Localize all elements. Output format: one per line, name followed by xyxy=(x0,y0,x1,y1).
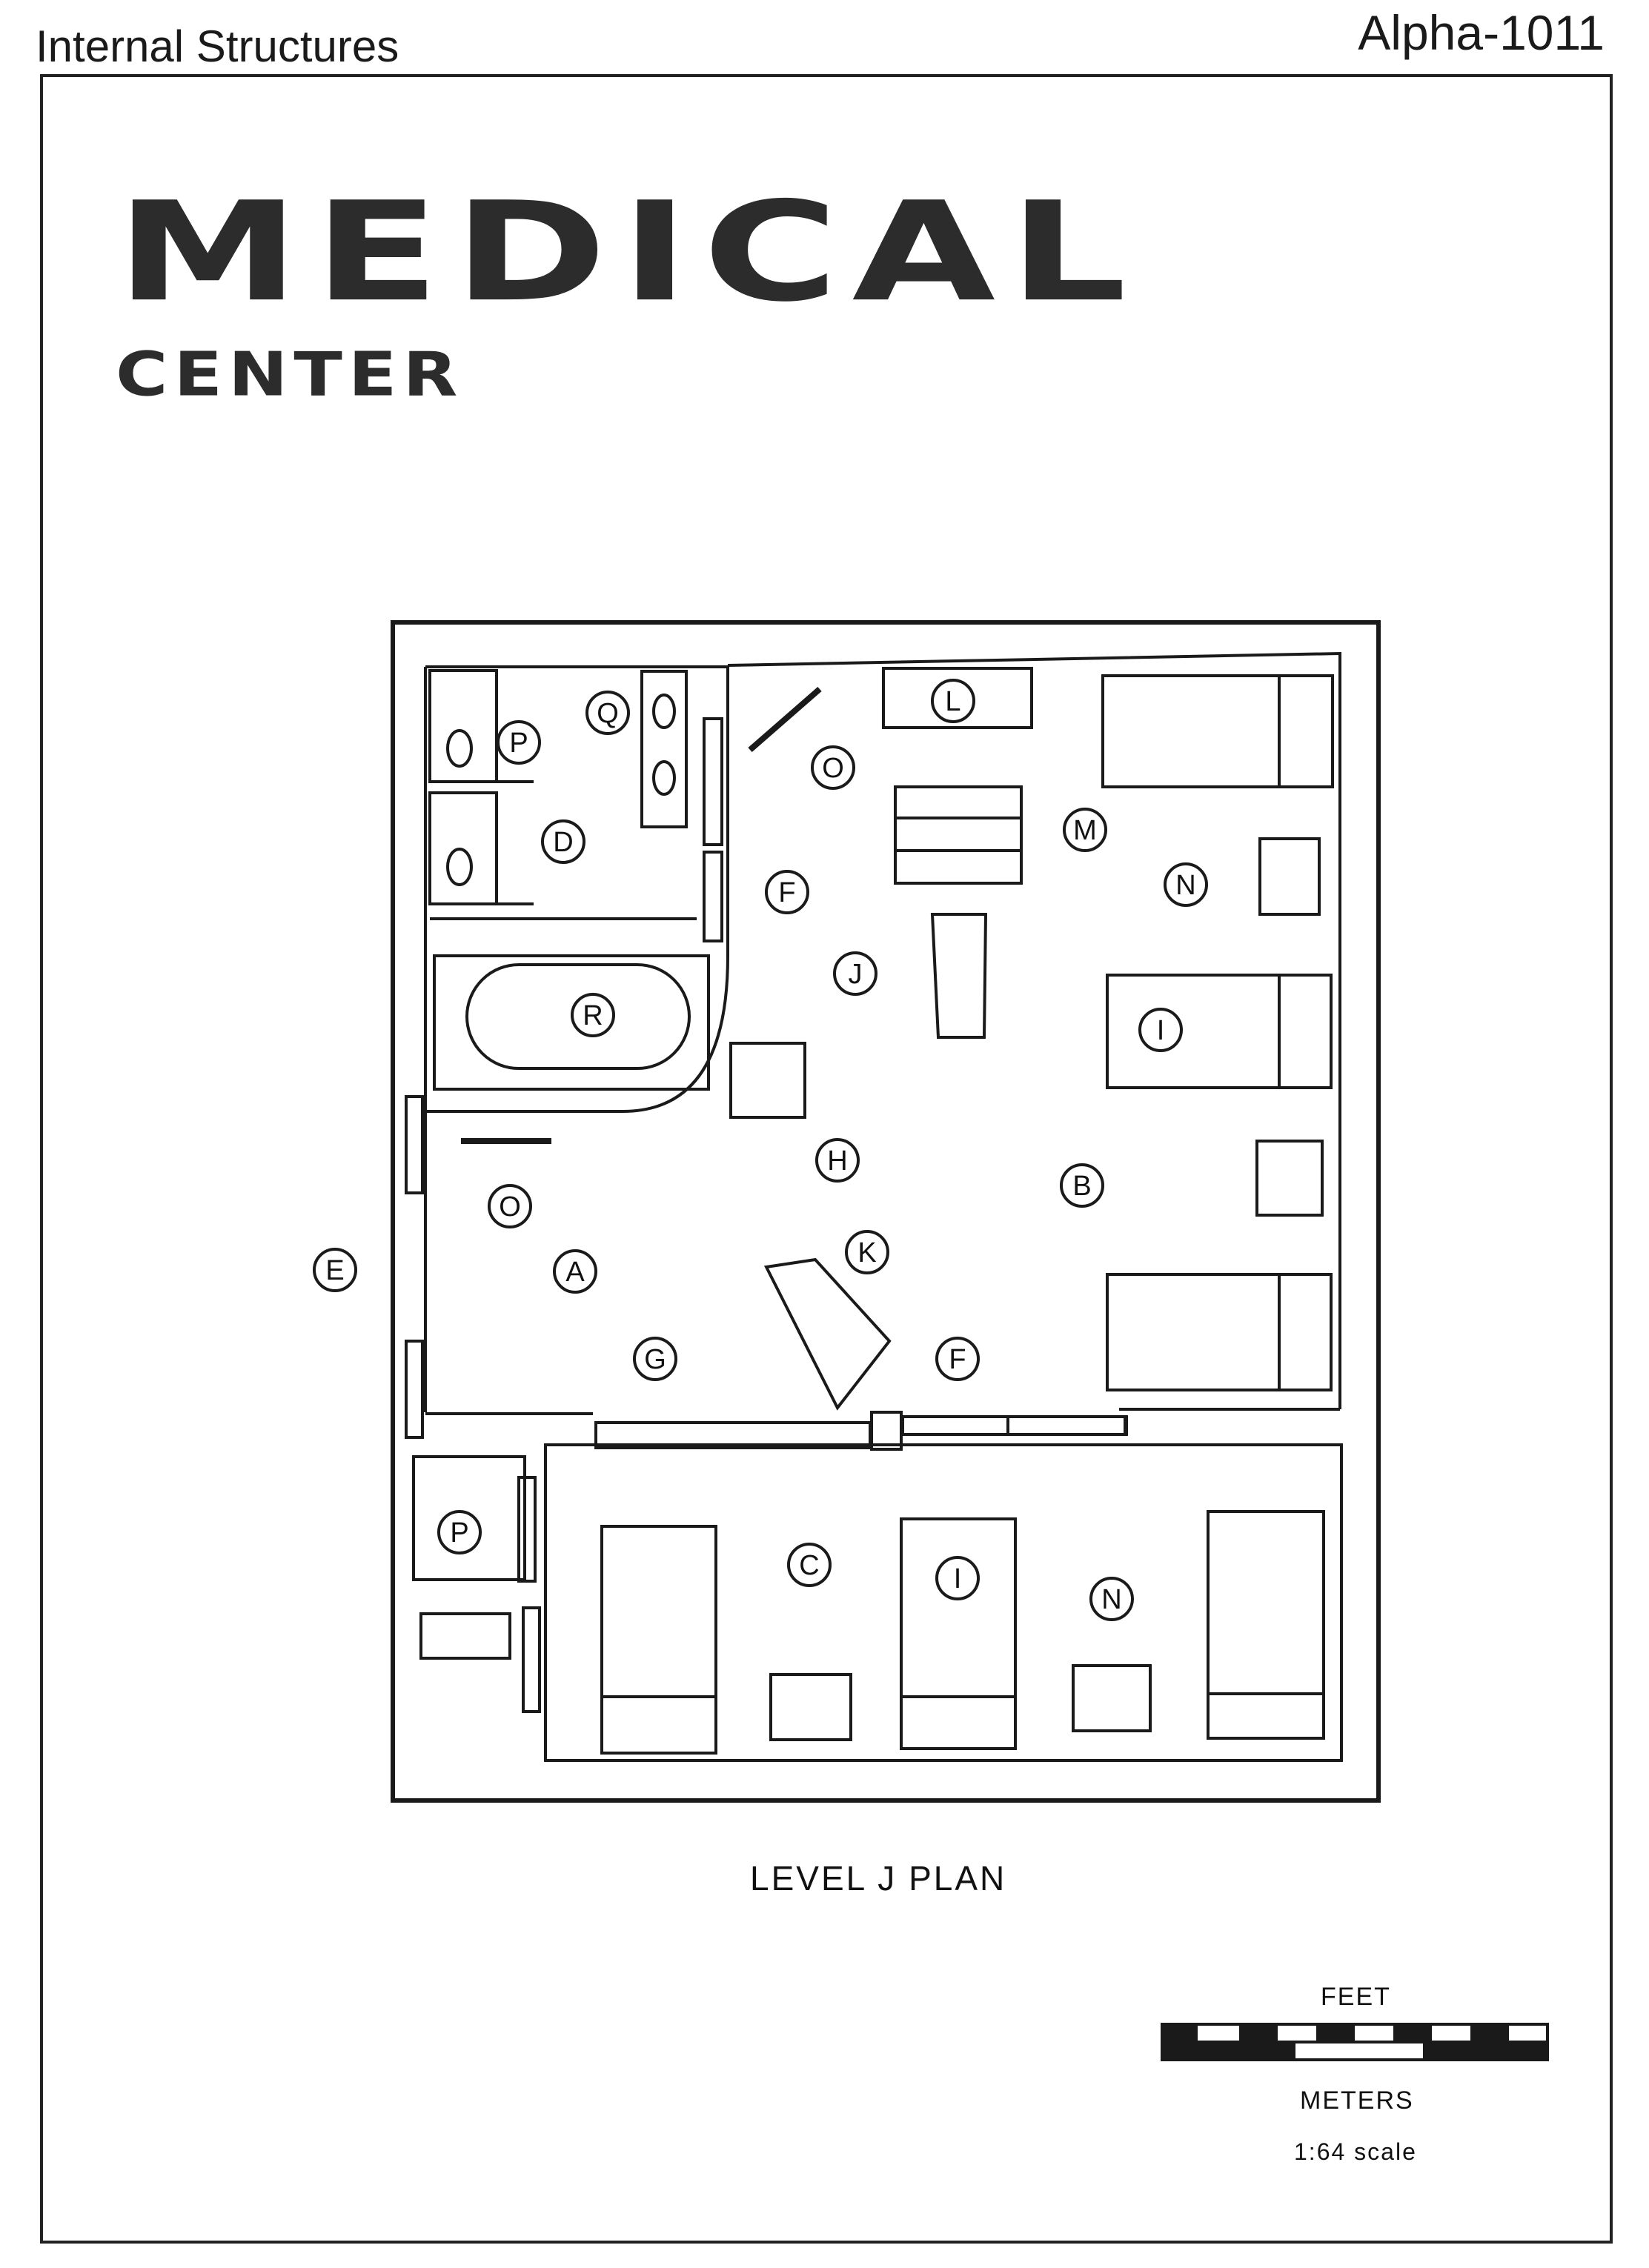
door xyxy=(522,1606,541,1713)
callout-i: I xyxy=(935,1556,980,1600)
operating-table-j xyxy=(930,913,988,1039)
door xyxy=(703,717,723,846)
stall-p xyxy=(428,669,498,783)
callout-label: C xyxy=(799,1550,819,1581)
scale-meters-label: METERS xyxy=(1300,2086,1414,2115)
callout-label: D xyxy=(553,827,573,858)
callout-label: K xyxy=(857,1237,876,1268)
logo: MEDICAL CENTER xyxy=(116,184,1140,422)
callout-label: L xyxy=(945,686,960,717)
outer-wall xyxy=(391,620,1381,1803)
nightstand xyxy=(1258,837,1321,916)
callout-c: C xyxy=(787,1543,832,1587)
callout-i: I xyxy=(1138,1008,1183,1052)
callout-label: R xyxy=(583,1000,603,1031)
toilet xyxy=(446,729,473,768)
callout-label: O xyxy=(822,753,844,784)
callout-n: N xyxy=(1164,862,1208,907)
toilet xyxy=(446,848,473,886)
callout-k: K xyxy=(845,1230,889,1274)
callout-label: G xyxy=(644,1344,666,1375)
callout-label: Q xyxy=(597,698,619,729)
callout-p: P xyxy=(497,720,541,765)
nightstand xyxy=(1072,1664,1152,1732)
callout-label: F xyxy=(778,877,795,908)
door-f-leaf xyxy=(1006,1415,1128,1436)
cabinet-l xyxy=(882,667,1033,729)
bed xyxy=(1106,1273,1333,1391)
nightstand xyxy=(1255,1140,1324,1217)
callout-d: D xyxy=(541,819,585,864)
cabinet-m xyxy=(894,785,1023,885)
door xyxy=(703,851,723,942)
callout-label: A xyxy=(565,1257,585,1288)
desk-k xyxy=(763,1257,892,1411)
stall-d xyxy=(428,791,498,905)
callout-label: N xyxy=(1101,1584,1121,1615)
callout-label: E xyxy=(325,1255,344,1286)
callout-f: F xyxy=(935,1337,980,1381)
logo-sub-text: CENTER xyxy=(116,339,464,410)
logo-main-text: MEDICAL xyxy=(116,172,1141,332)
room-a-south-wall xyxy=(425,1408,1340,1415)
callout-h: H xyxy=(815,1138,860,1183)
door-e xyxy=(405,1340,424,1439)
bed xyxy=(1101,674,1334,788)
scale-feet-label: FEET xyxy=(1321,1983,1391,2011)
door-f xyxy=(901,1415,1127,1436)
page-frame xyxy=(40,74,1613,2244)
callout-label: F xyxy=(949,1344,966,1375)
door-e xyxy=(405,1095,424,1194)
plan-title: LEVEL J PLAN xyxy=(750,1859,1007,1898)
bath-curved-wall xyxy=(425,955,729,1113)
callout-label: H xyxy=(827,1145,847,1177)
tub-enclosure xyxy=(433,954,710,1091)
callout-e: E xyxy=(313,1248,357,1292)
callout-label: J xyxy=(849,959,863,990)
callout-label: B xyxy=(1072,1171,1091,1202)
callout-label: N xyxy=(1175,870,1195,901)
callout-label: P xyxy=(450,1517,468,1549)
scale-bar-ticks xyxy=(1162,2024,1547,2060)
callout-a: A xyxy=(553,1249,597,1294)
callout-b: B xyxy=(1060,1163,1104,1208)
document-code: Alpha-1011 xyxy=(1358,5,1605,60)
stretcher xyxy=(748,686,822,753)
callout-g: G xyxy=(633,1337,677,1381)
callout-o: O xyxy=(811,745,855,790)
callout-j: J xyxy=(833,951,877,996)
section-title: Internal Structures xyxy=(36,21,399,71)
nightstand xyxy=(769,1673,852,1741)
cart-h xyxy=(729,1042,806,1119)
callout-q: Q xyxy=(585,691,630,735)
stall-p-south xyxy=(412,1455,526,1581)
callout-label: P xyxy=(509,728,528,759)
door xyxy=(517,1476,537,1583)
toilet-south xyxy=(419,1612,511,1660)
callout-n: N xyxy=(1089,1577,1134,1621)
bed xyxy=(1106,974,1333,1089)
bathtub xyxy=(465,963,691,1070)
bed xyxy=(600,1525,717,1755)
stall-partitions xyxy=(430,780,697,920)
callout-m: M xyxy=(1063,808,1107,852)
callout-l: L xyxy=(931,679,975,723)
scale-ratio-label: 1:64 scale xyxy=(1294,2138,1417,2165)
callout-label: M xyxy=(1073,815,1097,846)
callout-f: F xyxy=(765,870,809,914)
callout-label: O xyxy=(499,1191,521,1223)
callout-o: O xyxy=(488,1184,532,1228)
bed xyxy=(1207,1510,1325,1740)
room-b-wall xyxy=(727,651,1341,1409)
callout-label: I xyxy=(1157,1015,1165,1046)
callout-p: P xyxy=(437,1510,482,1554)
sink xyxy=(652,760,676,796)
sink-counter xyxy=(640,670,688,828)
room-c xyxy=(544,1443,1343,1762)
bed xyxy=(900,1517,1017,1750)
sink xyxy=(652,694,676,729)
callout-label: I xyxy=(954,1563,962,1594)
callout-r: R xyxy=(571,993,615,1037)
